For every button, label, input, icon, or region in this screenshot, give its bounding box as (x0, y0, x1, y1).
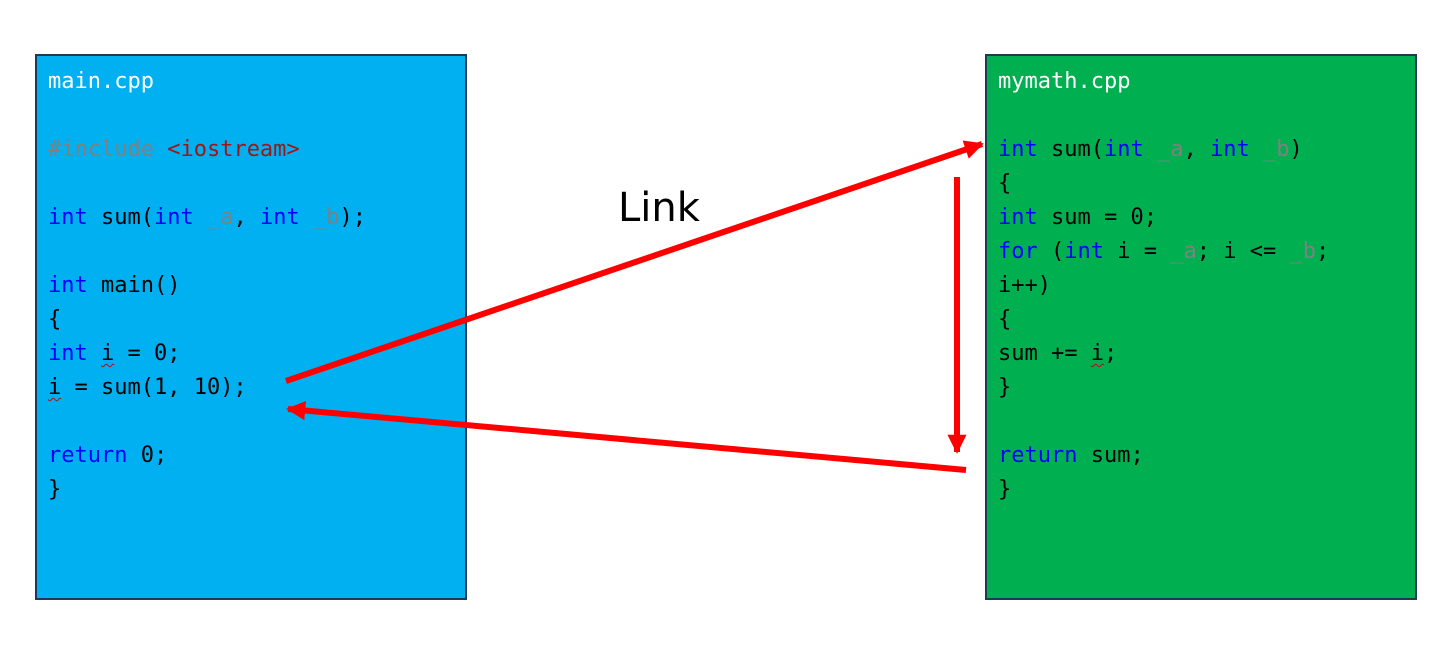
code-token-plain: ) (1289, 137, 1303, 162)
code-token-keyword: int (259, 205, 300, 230)
code-line: { (998, 167, 1415, 201)
code-token-plain: } (998, 477, 1012, 502)
code-token-plain: = sum(1, 10); (61, 375, 247, 400)
code-token-plain: i++) (998, 273, 1051, 298)
code-token-plain: sum; (1077, 443, 1144, 468)
code-token-plain: ); (339, 205, 366, 230)
code-line: { (48, 303, 465, 337)
code-token-keyword: return (998, 443, 1078, 468)
code-token-keyword: int (48, 341, 88, 366)
code-token-param: _a (206, 205, 234, 230)
code-token-plain: { (998, 171, 1012, 196)
code-token-plain: 0; (127, 443, 168, 468)
code-token-plain: sum += (998, 341, 1091, 366)
code-line: return sum; (998, 439, 1415, 473)
code-line: { (998, 303, 1415, 337)
code-line: int sum(int _a, int _b); (48, 201, 465, 235)
code-line: #include <iostream> (48, 133, 465, 167)
code-token-plain: { (998, 307, 1012, 332)
code-token-keyword: int (48, 205, 88, 230)
call-arrow (285, 140, 984, 384)
code-token-keyword: int (1103, 137, 1144, 162)
code-token-plain: ; (1103, 341, 1118, 366)
code-token-keyword: int (1209, 137, 1250, 162)
mymath-cpp-title: mymath.cpp (998, 69, 1131, 94)
code-token-param: _b (1289, 239, 1316, 264)
code-token-squiggle: i (48, 375, 62, 400)
code-token-plain: main() (87, 273, 181, 298)
code-token-keyword: int (998, 137, 1038, 162)
code-line: i++) (998, 269, 1415, 303)
code-token-plain: , (233, 205, 260, 230)
code-token-param: _a (1170, 239, 1197, 264)
code-token-plain: ; i <= (1196, 239, 1290, 264)
code-line: } (998, 473, 1415, 507)
code-token-squiggle: i (1090, 341, 1104, 366)
code-token-plain: ; (1315, 239, 1330, 264)
return-arrow (286, 400, 967, 473)
code-token-plain: sum = 0; (1037, 205, 1157, 230)
code-line: } (48, 473, 465, 507)
code-line: int sum(int _a, int _b) (998, 133, 1415, 167)
code-line: int i = 0; (48, 337, 465, 371)
code-token-plain: sum( (87, 205, 154, 230)
code-token-plain: } (48, 477, 62, 502)
code-token-keyword: int (153, 205, 194, 230)
code-token-string: <iostream> (167, 137, 300, 162)
code-token-keyword: int (998, 205, 1038, 230)
code-token-keyword: int (1064, 239, 1104, 264)
main-cpp-code: #include <iostream>int sum(int _a, int _… (48, 99, 465, 507)
code-token-plain: = 0; (114, 341, 181, 366)
code-line: for (int i = _a; i <= _b; (998, 235, 1415, 269)
code-token-plain: ( (1037, 239, 1065, 264)
code-line: } (998, 371, 1415, 405)
code-token-keyword: for (998, 239, 1038, 264)
code-token-plain: sum( (1037, 137, 1104, 162)
mymath-cpp-code: int sum(int _a, int _b){int sum = 0;for … (998, 99, 1415, 507)
code-line: int sum = 0; (998, 201, 1415, 235)
code-token-squiggle: i (101, 341, 115, 366)
code-line: return 0; (48, 439, 465, 473)
code-line: int main() (48, 269, 465, 303)
code-token-plain: } (998, 375, 1012, 400)
code-token-keyword: return (48, 443, 128, 468)
code-line: i = sum(1, 10); (48, 371, 465, 405)
code-token-plain: i = (1104, 239, 1171, 264)
link-label: Link (618, 185, 700, 231)
code-token-plain: { (48, 307, 62, 332)
main-cpp-panel: main.cpp #include <iostream>int sum(int … (35, 54, 467, 600)
code-token-param: _b (312, 205, 340, 230)
code-token-plain: , (1183, 137, 1210, 162)
code-token-preproc: #include (48, 137, 168, 162)
code-line: sum += i; (998, 337, 1415, 371)
mymath-cpp-panel: mymath.cpp int sum(int _a, int _b){int s… (985, 54, 1417, 600)
code-token-param: _a (1156, 137, 1184, 162)
code-token-keyword: int (48, 273, 88, 298)
main-cpp-title: main.cpp (48, 69, 154, 94)
code-token-param: _b (1262, 137, 1290, 162)
